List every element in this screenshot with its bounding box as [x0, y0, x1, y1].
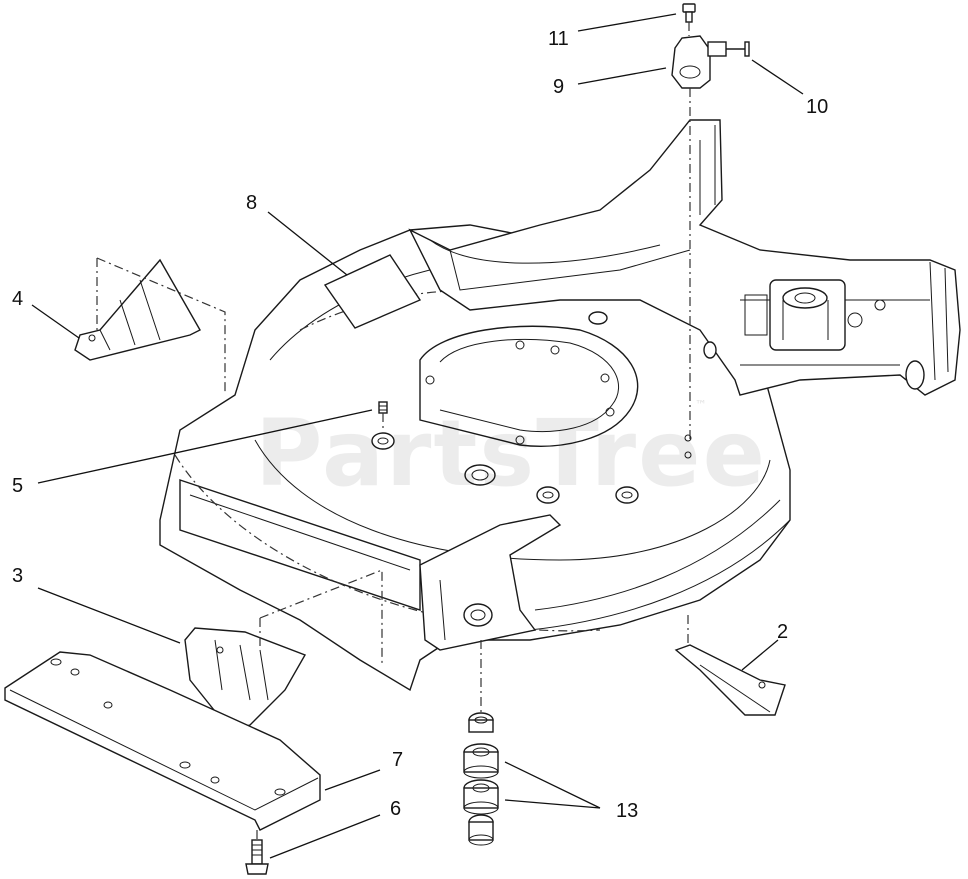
callout-3: 3: [12, 565, 24, 587]
callout-9: 9: [553, 76, 565, 98]
callout-4: 4: [12, 288, 24, 310]
discharge-opening: [419, 311, 717, 504]
part-13-bushings: [463, 640, 499, 846]
part-3-baffle: [184, 569, 383, 731]
part-5-bolt-spacer: [371, 401, 395, 450]
part-2-baffle: [674, 615, 786, 716]
part-4-baffle: [74, 257, 226, 395]
part-8-decal: [323, 254, 422, 329]
part-10-pin: [726, 41, 750, 57]
leader-lines: [31, 13, 804, 859]
part-7-bar: [4, 651, 321, 831]
part-11-screw: [682, 3, 696, 23]
callout-8: 8: [246, 192, 258, 214]
deck-housing: [159, 224, 791, 692]
callout-11: 11: [548, 28, 569, 50]
part-9-fitting: [671, 35, 727, 89]
wheel-mount-bracket: [419, 514, 562, 651]
callout-7: 7: [392, 749, 404, 771]
callout-2: 2: [777, 621, 789, 643]
trademark-symbol: ™: [695, 398, 707, 412]
part-6-bolt: [245, 830, 269, 875]
callout-5: 5: [12, 475, 24, 497]
callout-10: 10: [806, 96, 829, 118]
frame-assembly: [408, 119, 961, 396]
callout-13: 13: [616, 800, 639, 822]
callout-6: 6: [390, 798, 402, 820]
